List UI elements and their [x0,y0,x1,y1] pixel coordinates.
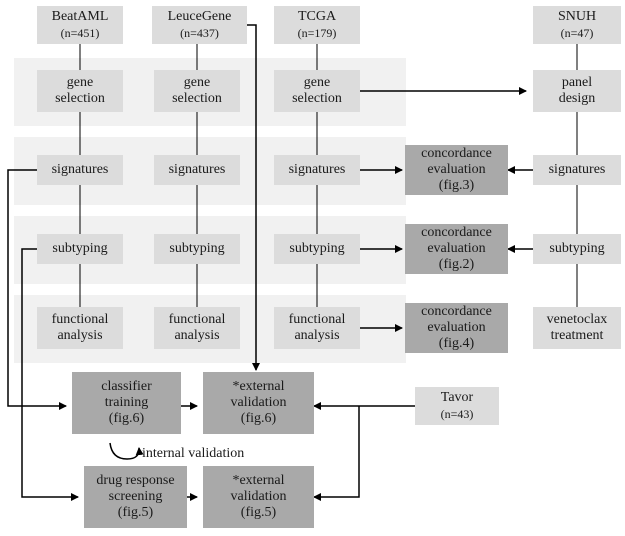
label-line: design [558,91,596,106]
snuh-subtyping: subtyping [533,234,621,264]
cohort-count: (n=43) [440,407,474,421]
cohort-count: (n=179) [297,26,337,40]
label-line: (fig.5) [240,505,277,520]
cohort-tcga: TCGA (n=179) [274,6,360,44]
label-line: evaluation [427,162,486,177]
label-line: gene [303,75,331,90]
snuh-signatures: signatures [533,155,621,185]
cohort-count: (n=437) [180,26,219,40]
arrow-subtyping-drug [21,248,79,501]
tcga-functional-analysis: functional analysis [274,307,360,349]
tcga-signatures: signatures [274,155,360,185]
label-line: (fig.5) [117,505,154,520]
cohort-name: SNUH [557,9,597,24]
cohort-name: Tavor [440,390,474,405]
label-line: classifier [101,379,152,394]
label-line: signatures [51,162,109,177]
cohort-name: LeuceGene [167,9,232,24]
beataml-subtyping: subtyping [37,234,123,264]
label-line: treatment [550,328,604,343]
arrow-internal-validation [109,442,144,460]
label-line: subtyping [289,241,345,256]
arrow-tavor-validation5 [313,406,360,501]
external-validation-fig6: *external validation (fig.6) [203,372,314,434]
label-line: validation [230,395,287,410]
label-line: concordance [421,225,492,240]
label-line: analysis [57,328,103,343]
label-line: (fig.6) [240,411,277,426]
beataml-functional-analysis: functional analysis [37,307,123,349]
beataml-gene-selection: gene selection [37,70,123,112]
cohort-leucegene: LeuceGene (n=437) [152,6,247,44]
label-line: (fig.3) [438,178,475,193]
concordance-fig4: concordance evaluation (fig.4) [405,303,508,353]
label-line: subtyping [169,241,225,256]
leucegene-gene-selection: gene selection [154,70,240,112]
label-line: signatures [288,162,346,177]
concordance-fig3: concordance evaluation (fig.3) [405,145,508,195]
snuh-panel-design: panel design [533,70,621,112]
label-line: signatures [548,162,606,177]
label-line: subtyping [549,241,605,256]
concordance-fig2: concordance evaluation (fig.2) [405,224,508,274]
label-line: drug response [96,473,175,488]
classifier-training: classifier training (fig.6) [72,372,181,434]
label-line: concordance [421,304,492,319]
leucegene-functional-analysis: functional analysis [154,307,240,349]
label-line: analysis [294,328,340,343]
label-line: (fig.6) [108,411,145,426]
label-line: selection [172,91,222,106]
label-line: subtyping [52,241,108,256]
arrow-leucegene-validation [247,24,260,371]
leucegene-subtyping: subtyping [154,234,240,264]
arrow-signatures-classifier [7,169,67,410]
tcga-subtyping: subtyping [274,234,360,264]
label-line: signatures [168,162,226,177]
label-line: selection [55,91,105,106]
label-line: gene [183,75,211,90]
label-line: screening [108,489,163,504]
label-line: validation [230,489,287,504]
label-line: functional [288,312,346,327]
label-line: evaluation [427,241,486,256]
external-validation-fig5: *external validation (fig.5) [203,466,314,528]
cohort-count: (n=451) [60,26,100,40]
label-line: venetoclax [546,312,608,327]
beataml-signatures: signatures [37,155,123,185]
internal-validation-label: internal validation [142,446,245,461]
label-line: *external [232,473,285,488]
snuh-venetoclax-treatment: venetoclax treatment [533,307,621,349]
label-line: *external [232,379,285,394]
label-line: functional [51,312,109,327]
label-line: evaluation [427,320,486,335]
label-line: functional [168,312,226,327]
cohort-beataml: BeatAML (n=451) [37,6,123,44]
cohort-name: BeatAML [51,9,109,24]
label-line: (fig.4) [438,336,475,351]
cohort-snuh: SNUH (n=47) [533,6,621,44]
cohort-name: TCGA [297,9,337,24]
label-line: training [104,395,149,410]
leucegene-signatures: signatures [154,155,240,185]
cohort-count: (n=47) [560,26,594,40]
label-line: selection [292,91,342,106]
label-line: analysis [174,328,220,343]
tcga-gene-selection: gene selection [274,70,360,112]
cohort-tavor: Tavor (n=43) [415,387,499,425]
label-line: (fig.2) [438,257,475,272]
drug-response-screening: drug response screening (fig.5) [84,466,187,528]
label-line: gene [66,75,94,90]
label-line: panel [561,75,593,90]
label-line: concordance [421,146,492,161]
